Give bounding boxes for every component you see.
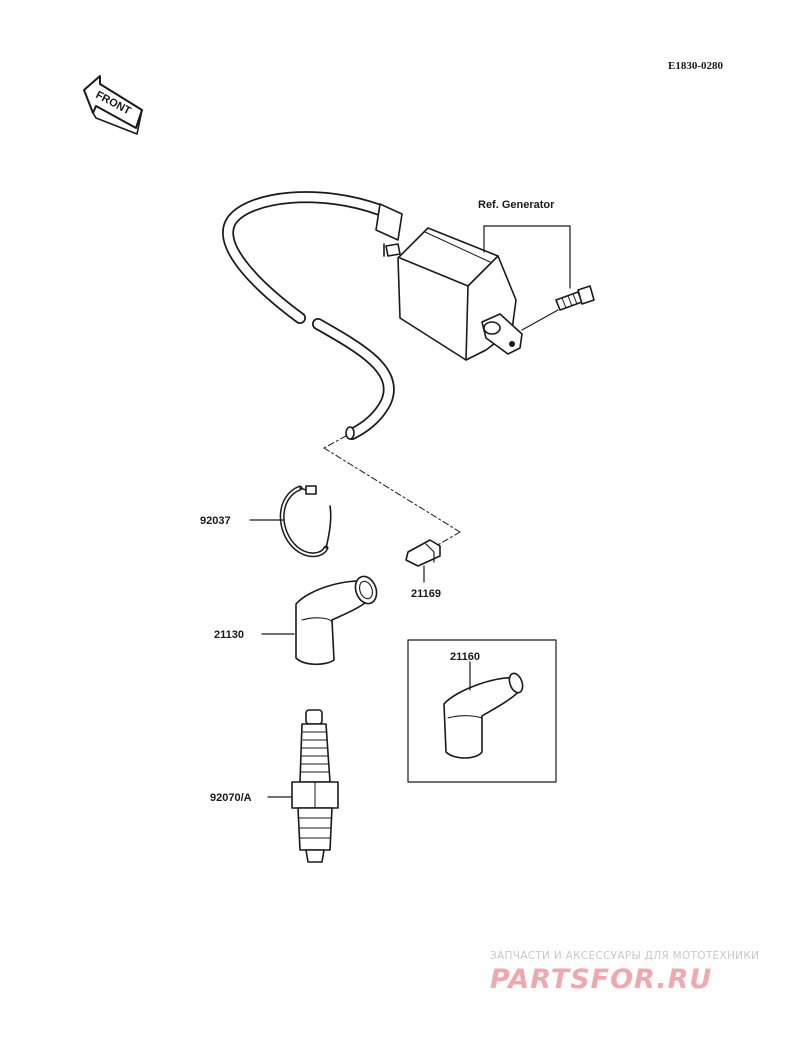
routing-line: [323, 435, 461, 547]
clamp-label: 92037: [200, 515, 231, 527]
bolt-icon: [555, 285, 595, 311]
drawing-id: E1830-0280: [668, 60, 723, 72]
spark-plug-part: [267, 709, 339, 863]
cap-label: 21130: [214, 629, 244, 641]
ref-generator-label: Ref. Generator: [478, 199, 555, 211]
high-tension-lead: [222, 191, 403, 440]
watermark-tagline: ЗАПЧАСТИ И АКСЕССУАРЫ ДЛЯ МОТОТЕХНИКИ: [490, 950, 760, 962]
terminal-label: 21169: [411, 588, 441, 600]
cap-alt-label: 21160: [450, 651, 480, 663]
front-arrow-icon: FRONT: [83, 75, 143, 135]
terminal-part: [405, 539, 441, 583]
spark-plug-label: 92070/A: [210, 792, 252, 804]
clamp-part: [249, 485, 332, 558]
ignition-coil: [383, 227, 523, 361]
ref-generator-leader: [483, 225, 571, 331]
alt-cap-box: [407, 639, 557, 783]
plug-cap-part: [261, 575, 378, 666]
watermark-logo: PARTSFOR.RU: [490, 964, 713, 995]
